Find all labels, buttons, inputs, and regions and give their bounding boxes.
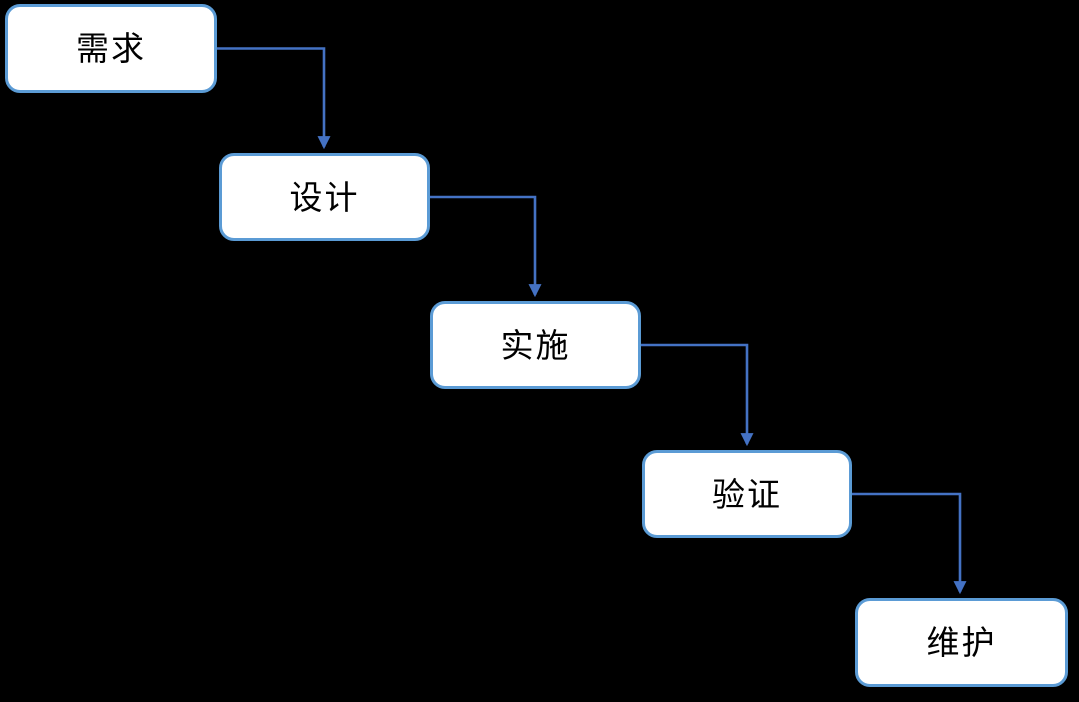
node-requirements-label: 需求 (76, 30, 146, 67)
connector-requirements-design (215, 47, 331, 150)
node-verification: 验证 (642, 450, 852, 538)
node-implementation: 实施 (430, 301, 641, 389)
node-maintenance: 维护 (855, 598, 1068, 687)
node-maintenance-label: 维护 (926, 624, 997, 661)
connector-verification-maintenance (850, 492, 967, 595)
node-verification-label: 验证 (712, 475, 782, 513)
connector-design-implementation (428, 195, 542, 298)
node-design-label: 设计 (289, 178, 360, 216)
node-requirements: 需求 (5, 4, 217, 93)
node-design: 设计 (219, 153, 430, 241)
connector-implementation-verification (639, 343, 754, 447)
node-implementation-label: 实施 (500, 326, 571, 364)
